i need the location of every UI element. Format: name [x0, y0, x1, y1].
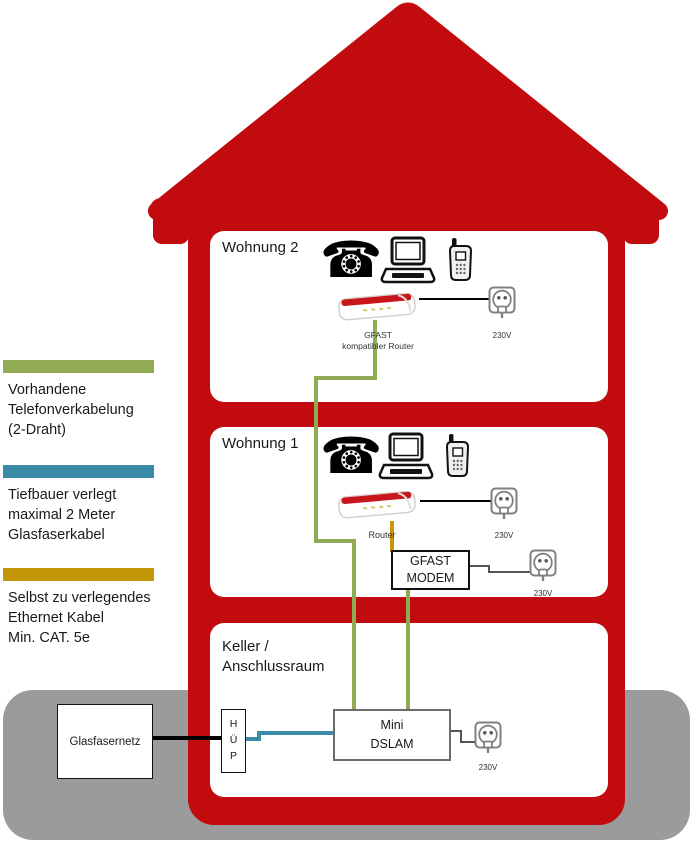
power-outlet-icon — [490, 487, 518, 519]
mobile-phone-icon — [446, 434, 469, 477]
power-cord-modem-3 — [488, 571, 531, 573]
hup-label: HÜP — [229, 718, 238, 762]
phone-wire-to-dslam-left — [352, 539, 356, 711]
fiber-wire-hup-2 — [257, 731, 261, 741]
telephone-icon: ☎ — [320, 231, 383, 289]
mobile-phone-icon — [449, 238, 472, 281]
gfast-router-label-line2: kompatibler Router — [342, 341, 414, 352]
phone-wire-w2-drop — [373, 320, 377, 379]
laptop-icon — [378, 432, 434, 480]
roof-triangle — [148, 2, 668, 220]
gfast-router-label-line1: GFAST — [364, 330, 392, 340]
legend-line: maximal 2 Meter — [8, 507, 116, 523]
floor-title-wohnung1: Wohnung 1 — [222, 435, 299, 452]
hup-box: HÜP — [221, 709, 246, 773]
legend-color-bar-green — [3, 360, 154, 373]
legend-line: Telefonverkabelung — [8, 402, 134, 418]
gfast-router-label: GFAST kompatibler Router — [326, 330, 430, 352]
roof-eave-left-end — [153, 202, 189, 244]
keller-title-line2: Anschlussraum — [222, 657, 325, 675]
phone-wire-w1-jog — [314, 539, 356, 543]
gfast-router-device — [338, 292, 416, 321]
mini-dslam-box: Mini DSLAM — [333, 709, 451, 761]
outlet-voltage-label: 230V — [492, 331, 512, 340]
fiber-network-label: Glasfasernetz — [69, 735, 141, 748]
phone-wire-modem-to-dslam — [406, 584, 410, 711]
outlet-voltage-label: 230V — [478, 763, 498, 772]
dslam-label-line2: DSLAM — [370, 737, 414, 751]
legend-line: (2-Draht) — [8, 422, 67, 438]
roof-eave-right-end — [623, 202, 659, 244]
power-cord-w2-router — [419, 298, 491, 300]
legend-label: Vorhandene Telefonverkabelung (2-Draht) — [8, 380, 183, 440]
modem-label-line1: GFAST — [410, 553, 451, 568]
legend-item-phone-wiring: Vorhandene Telefonverkabelung (2-Draht) — [3, 360, 183, 440]
legend-line: Vorhandene — [8, 382, 87, 398]
power-outlet-icon — [474, 721, 502, 753]
phone-wire-riser — [314, 376, 318, 543]
modem-label-line2: MODEM — [406, 571, 455, 585]
fiber-wire-hup-1 — [244, 737, 260, 741]
telephone-icon: ☎ — [320, 427, 383, 485]
outlet-voltage-label: 230V — [533, 589, 553, 598]
keller-title-line1: Keller / — [222, 638, 269, 655]
legend-line: Min. CAT. 5e — [8, 630, 90, 646]
power-cord-modem-1 — [465, 565, 490, 567]
phone-wire-w2-jog — [314, 376, 377, 380]
legend-line: Tiefbauer verlegt — [8, 487, 117, 503]
legend-label: Selbst zu verlegendes Ethernet Kabel Min… — [8, 588, 183, 648]
fiber-network-box: Glasfasernetz — [57, 704, 153, 779]
legend-line: Selbst zu verlegendes — [8, 590, 151, 606]
power-cord-dslam-2 — [460, 730, 462, 743]
gfast-modem-box: GFAST MODEM — [391, 550, 470, 590]
fiber-feed-line — [150, 736, 222, 740]
legend-item-fiber: Tiefbauer verlegt maximal 2 Meter Glasfa… — [3, 465, 183, 545]
legend-item-ethernet: Selbst zu verlegendes Ethernet Kabel Min… — [3, 568, 183, 648]
power-cord-dslam-3 — [460, 741, 476, 743]
dslam-label-line1: Mini — [380, 718, 404, 733]
legend-line: Glasfaserkabel — [8, 527, 105, 543]
floor-title-keller: Keller / Anschlussraum — [222, 637, 325, 677]
legend-label: Tiefbauer verlegt maximal 2 Meter Glasfa… — [8, 485, 183, 545]
power-cord-w1-router — [420, 500, 493, 502]
laptop-icon — [380, 236, 436, 284]
power-outlet-icon — [529, 549, 557, 581]
ethernet-wire-router-to-modem — [390, 521, 394, 552]
power-cord-modem-2 — [488, 565, 490, 573]
router-device — [338, 490, 416, 519]
power-outlet-icon — [488, 286, 516, 318]
floor-title-wohnung2: Wohnung 2 — [222, 239, 299, 256]
router-label: Router — [368, 530, 396, 540]
legend-line: Ethernet Kabel — [8, 610, 104, 626]
fiber-wire-to-dslam — [257, 731, 334, 735]
outlet-voltage-label: 230V — [494, 531, 514, 540]
power-cord-dslam-1 — [446, 730, 462, 732]
legend-color-bar-gold — [3, 568, 154, 581]
legend-color-bar-teal — [3, 465, 154, 478]
